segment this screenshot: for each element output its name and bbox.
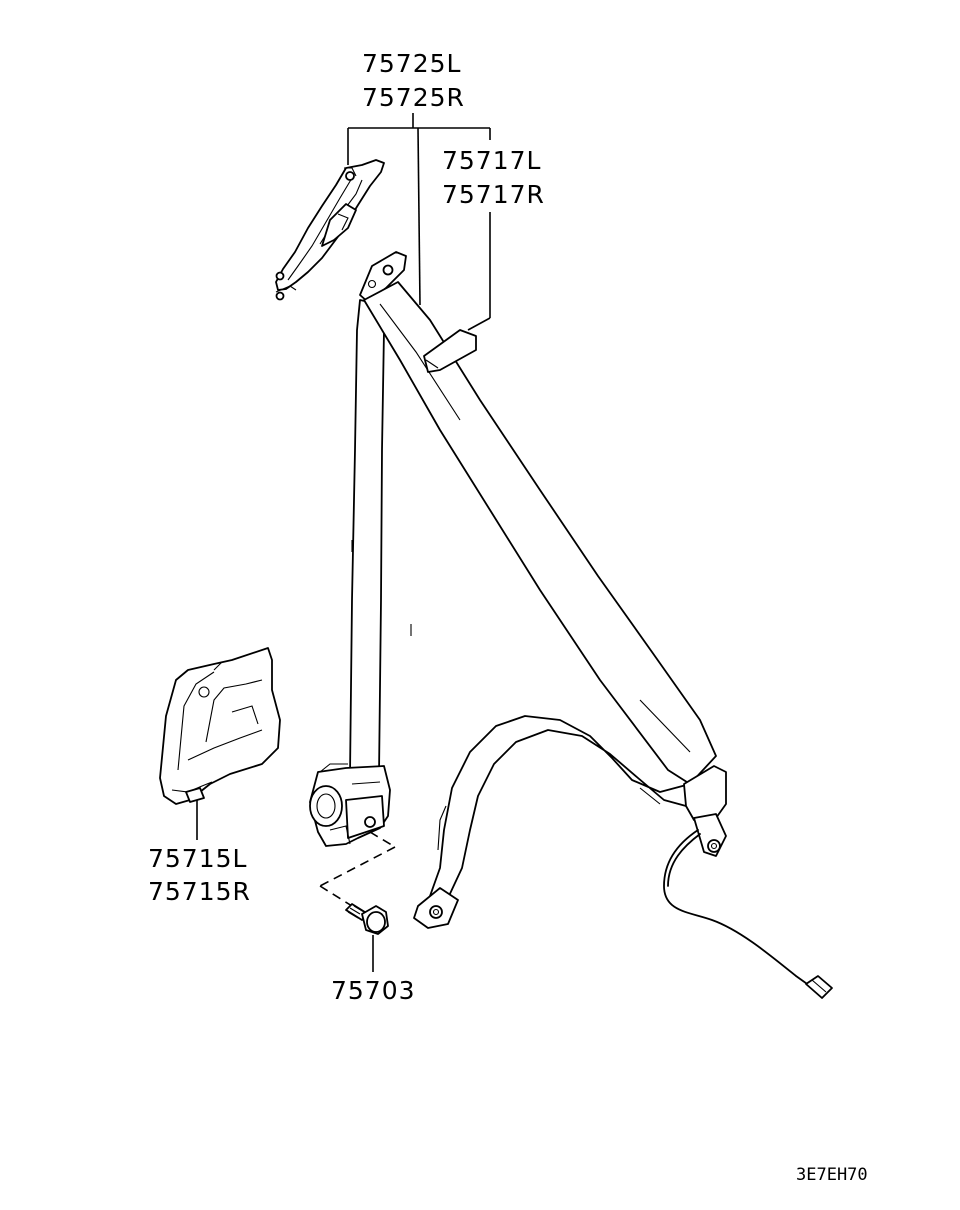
diagram-code: 3E7EH70 xyxy=(796,1165,868,1185)
label-75717l[interactable]: 75717L xyxy=(442,146,541,175)
label-75715l[interactable]: 75715L xyxy=(148,844,247,873)
seat-belt-assembly xyxy=(309,251,833,999)
label-75717r[interactable]: 75717R xyxy=(442,180,545,209)
label-75725r[interactable]: 75725R xyxy=(362,83,465,112)
label-75703[interactable]: 75703 xyxy=(331,976,416,1005)
label-75715r[interactable]: 75715R xyxy=(148,877,251,906)
label-75725l[interactable]: 75725L xyxy=(362,49,461,78)
leader-lines xyxy=(196,113,491,972)
anchor-bolt xyxy=(345,903,389,935)
upper-pillar-trim xyxy=(275,159,385,301)
lower-pillar-trim xyxy=(159,647,281,805)
